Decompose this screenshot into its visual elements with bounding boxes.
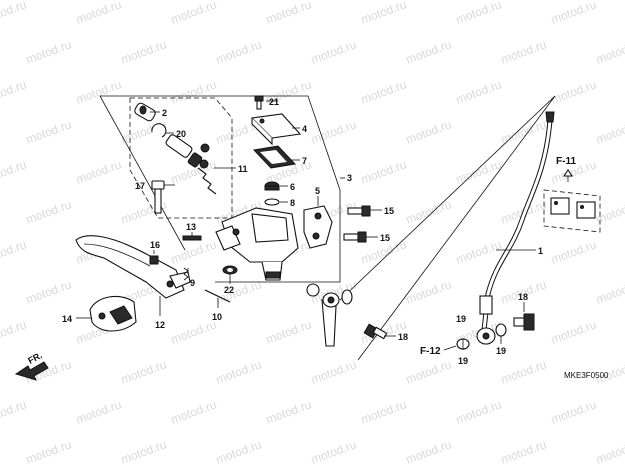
pivot-bolt-part <box>151 180 165 214</box>
reservoir-cap-part <box>250 113 302 146</box>
callout-19-bottom: 19 <box>458 356 468 366</box>
master-cylinder-body <box>215 207 299 281</box>
banjo-bolt-right-part <box>513 313 535 331</box>
callout-18-left: 18 <box>398 332 408 342</box>
holder-part <box>303 205 333 249</box>
ref-f11: F-11 <box>556 156 576 167</box>
lever-part <box>75 235 191 299</box>
callout-10: 10 <box>212 312 222 322</box>
protector-part <box>264 198 280 206</box>
diaphragm-plate-part <box>252 145 297 169</box>
piston-cap-part <box>134 102 156 122</box>
bolt-lower-part <box>343 231 367 243</box>
leader-frame <box>339 95 556 301</box>
callout-13: 13 <box>186 222 196 232</box>
callout-19-top: 19 <box>456 314 466 324</box>
callout-18-right: 18 <box>518 292 528 302</box>
washer-mid-part <box>341 289 353 305</box>
diagram-code: MKE3F0500 <box>564 371 609 380</box>
callout-19-right: 19 <box>496 346 506 356</box>
callout-21: 21 <box>269 97 279 107</box>
callout-7: 7 <box>302 156 307 166</box>
callout-8: 8 <box>290 198 295 208</box>
banjo-bolt-left-part <box>363 323 388 340</box>
callout-17: 17 <box>135 181 145 191</box>
washer-right-upper-part <box>495 323 507 337</box>
callout-5: 5 <box>315 186 320 196</box>
spring-part <box>183 267 189 281</box>
callout-15-lower: 15 <box>380 233 390 243</box>
leader-frame-lower <box>357 95 556 361</box>
callout-6: 6 <box>290 182 295 192</box>
callout-9: 9 <box>190 278 195 288</box>
piston-assembly-part <box>165 134 217 195</box>
callout-12: 12 <box>155 320 165 330</box>
lever-bolt-part <box>149 255 159 265</box>
callout-20: 20 <box>176 129 186 139</box>
callout-1: 1 <box>538 246 543 256</box>
nut-part <box>222 265 238 275</box>
screw-part <box>254 95 264 110</box>
brake-hose-part <box>476 111 555 345</box>
callout-4: 4 <box>302 124 307 134</box>
cover-part <box>89 295 137 332</box>
washer-left-part <box>306 283 320 297</box>
leader-lines <box>76 100 536 351</box>
ref-f12: F-12 <box>420 346 441 357</box>
bolt-upper-part <box>347 205 371 217</box>
callout-22: 22 <box>224 285 234 295</box>
hose-joint-part <box>321 292 340 347</box>
callout-3: 3 <box>347 173 352 183</box>
callout-14: 14 <box>62 314 72 324</box>
callout-15-upper: 15 <box>384 206 394 216</box>
pushrod-part <box>204 289 231 303</box>
f11-clamp-part <box>543 169 601 233</box>
circlip-part <box>151 123 167 138</box>
front-arrow-icon <box>14 361 49 381</box>
assembly-box-3 <box>99 95 341 283</box>
callout-16: 16 <box>150 240 160 250</box>
callout-11: 11 <box>238 164 248 174</box>
pin-part <box>182 235 202 241</box>
float-part <box>264 181 280 191</box>
callout-2: 2 <box>162 108 167 118</box>
